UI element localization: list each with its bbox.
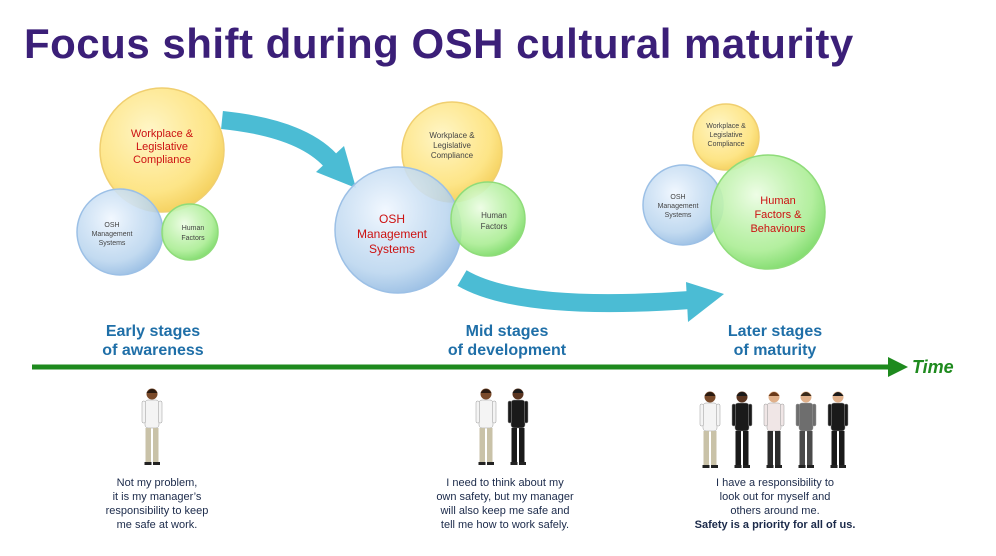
compliance-label-line-3: Compliance — [133, 154, 191, 166]
caption-line: Not my problem, — [116, 477, 198, 489]
systems-label-line-3: Systems — [665, 212, 692, 219]
caption-line: I need to think about my — [446, 477, 564, 489]
caption-line: I have a responsibility to — [715, 477, 834, 489]
stage-heading-later: Later stages of maturity — [690, 322, 860, 360]
stage-heading-line-2: of development — [447, 342, 567, 359]
curved-arrow-2 — [457, 270, 691, 313]
timeline-label: Time — [912, 357, 954, 377]
compliance-label-line-1: Workplace & — [131, 128, 194, 140]
caption-line: responsibility to keep — [105, 505, 209, 517]
caption-line: me safe at work. — [116, 519, 198, 531]
systems-label-line-2: Management — [357, 227, 428, 241]
systems-label-line-2: Management — [92, 231, 133, 238]
compliance-label-line-1: Workplace & — [429, 131, 475, 140]
people-group-stage-2 — [475, 388, 529, 465]
caption-line: it is my manager’s — [112, 491, 202, 503]
caption-line: will also keep me safe and — [440, 505, 570, 517]
compliance-label-line-3: Compliance — [431, 151, 474, 160]
people-group-stage-1 — [141, 388, 163, 465]
caption-later: I have a responsibility to look out for … — [670, 476, 880, 532]
caption-line: own safety, but my manager — [436, 491, 574, 503]
caption-early: Not my problem, it is my manager’s respo… — [82, 476, 232, 532]
human-label-line-1: Human — [182, 225, 205, 232]
page-title: Focus shift during OSH cultural maturity — [24, 20, 854, 67]
curved-arrow-2-head — [686, 282, 724, 322]
stage-heading-line-2: of maturity — [733, 342, 817, 359]
person-figure — [795, 391, 817, 468]
caption-line: others around me. — [730, 505, 820, 517]
timeline-arrowhead — [888, 357, 908, 377]
human-label-line-1: Human — [481, 211, 507, 220]
human-label-line-3: Behaviours — [750, 223, 806, 235]
systems-label-line-2: Management — [658, 203, 699, 210]
systems-label-line-3: Systems — [369, 242, 415, 256]
human-factors-circle — [710, 154, 826, 270]
systems-label-line-1: OSH — [670, 194, 685, 201]
caption-mid: I need to think about my own safety, but… — [410, 476, 600, 532]
stage-heading-early: Early stages of awareness — [68, 322, 238, 360]
person-figure — [827, 391, 849, 468]
compliance-label-line-2: Legislative — [709, 132, 742, 139]
person-figure — [475, 388, 497, 465]
people-group-stage-3 — [699, 391, 849, 468]
person-figure — [731, 391, 753, 468]
human-factors-circle — [161, 203, 219, 261]
person-figure — [699, 391, 721, 468]
compliance-label-line-2: Legislative — [433, 141, 471, 150]
stage-heading-line-1: Mid stages — [465, 323, 549, 340]
systems-label-line-1: OSH — [104, 222, 119, 229]
compliance-circle — [692, 103, 760, 171]
human-label-line-2: Factors — [481, 222, 508, 231]
stage-heading-line-2: of awareness — [102, 342, 204, 359]
curved-arrow-1-head — [316, 146, 356, 188]
systems-label-line-1: OSH — [379, 212, 405, 226]
compliance-label-line-3: Compliance — [708, 141, 745, 148]
curved-arrow-1 — [221, 111, 337, 167]
person-figure — [141, 388, 163, 465]
stage-heading-line-1: Early stages — [105, 323, 201, 340]
caption-line: look out for myself and — [719, 491, 831, 503]
caption-line: tell me how to work safely. — [440, 519, 570, 531]
human-label-line-2: Factors & — [754, 209, 802, 221]
stage-heading-line-1: Later stages — [727, 323, 823, 340]
stage-heading-mid: Mid stages of development — [422, 322, 592, 360]
person-figure — [507, 388, 529, 465]
systems-label-line-3: Systems — [99, 240, 126, 247]
caption-emphasis: Safety is a priority for all of us. — [694, 519, 856, 531]
compliance-circle — [99, 87, 225, 213]
human-label-line-1: Human — [760, 195, 795, 207]
human-label-line-2: Factors — [181, 235, 205, 242]
compliance-label-line-1: Workplace & — [706, 123, 746, 130]
human-factors-circle — [450, 181, 526, 257]
compliance-label-line-2: Legislative — [136, 141, 188, 153]
person-figure — [763, 391, 785, 468]
